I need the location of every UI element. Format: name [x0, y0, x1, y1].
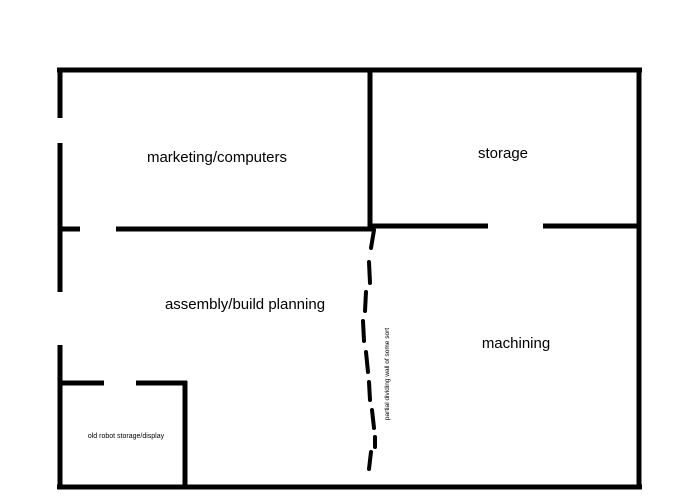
interior-walls: [58, 68, 641, 489]
partial-wall-segment: [370, 408, 376, 430]
room-label-assembly: assembly/build planning: [165, 296, 325, 313]
partial-wall-segment: [367, 260, 372, 285]
room-label-storage: storage: [478, 145, 528, 162]
partial-wall-segment: [369, 228, 376, 250]
partial-wall-annotation: partial dividing wall of some sort: [384, 328, 391, 420]
room-label-machining: machining: [482, 335, 550, 352]
partial-wall-segment: [361, 319, 366, 343]
room-label-marketing: marketing/computers: [147, 149, 287, 166]
partial-wall-segment: [363, 290, 368, 313]
partial-wall-segment: [367, 450, 373, 471]
outer-walls: [57, 67, 642, 490]
partial-dividing-wall: [361, 228, 377, 471]
partial-wall-segment: [367, 380, 372, 402]
room-label-old-robot: old robot storage/display: [88, 433, 165, 440]
partial-wall-segment: [364, 350, 370, 374]
